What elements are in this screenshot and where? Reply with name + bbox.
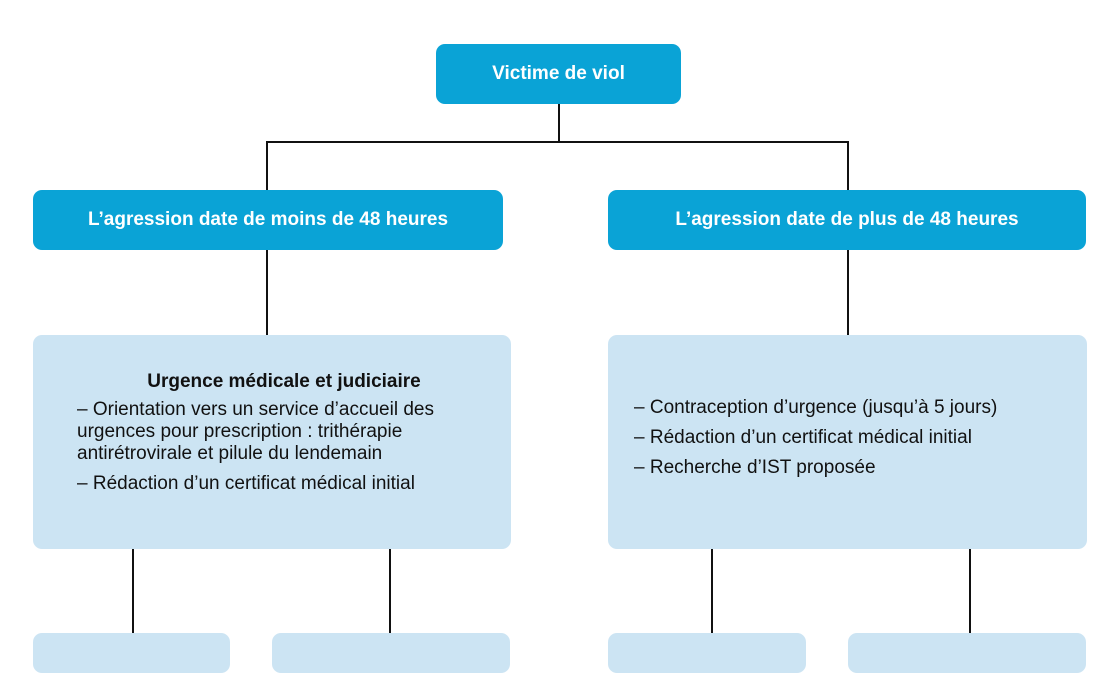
action-item: – Contraception d’urgence (jusqu’à 5 jou… — [634, 397, 998, 418]
connector — [969, 549, 971, 634]
connector — [266, 141, 849, 143]
actions-title: Urgence médicale et judiciaire — [147, 371, 421, 392]
connector — [847, 141, 849, 190]
branch-less-48h: L’agression date de moins de 48 heures — [33, 190, 503, 250]
branch-more-48h: L’agression date de plus de 48 heures — [608, 190, 1086, 250]
action-item: – Rédaction d’un certificat médical init… — [77, 473, 415, 494]
actions-less-48h: Urgence médicale et judiciaire – Orienta… — [33, 335, 511, 549]
root-node: Victime de viol — [436, 44, 681, 104]
action-item: – Recherche d’IST proposée — [634, 457, 876, 478]
connector — [132, 549, 134, 634]
child-node — [608, 633, 806, 673]
child-node — [33, 633, 230, 673]
connector — [266, 141, 268, 190]
connector — [847, 250, 849, 335]
connector — [558, 104, 560, 143]
action-item: – Orientation vers un service d’accueil … — [77, 399, 434, 464]
connector — [711, 549, 713, 634]
connector — [266, 250, 268, 335]
actions-more-48h: – Contraception d’urgence (jusqu’à 5 jou… — [608, 335, 1087, 549]
action-item: – Rédaction d’un certificat médical init… — [634, 427, 972, 448]
child-node — [272, 633, 510, 673]
connector — [389, 549, 391, 634]
child-node — [848, 633, 1086, 673]
